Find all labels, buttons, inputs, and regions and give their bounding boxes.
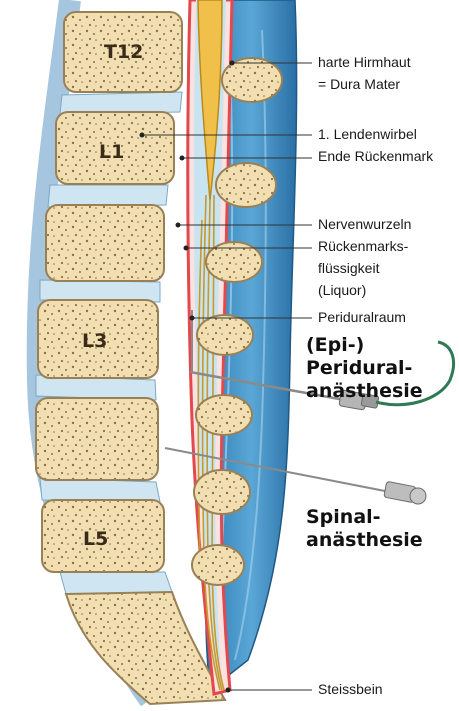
disc (40, 280, 160, 302)
label-csf-line2: flüssigkeit (318, 260, 379, 277)
vertebra-label-l3: L3 (82, 330, 107, 352)
label-epidural-line2: Peridural- (306, 357, 412, 380)
label-first-lumbar-vertebra: 1. Lendenwirbel (318, 126, 417, 143)
label-nerve-roots: Nervenwurzeln (318, 216, 411, 233)
label-csf-line1: Rückenmarks- (318, 238, 408, 255)
sacrum (66, 592, 225, 704)
label-spinal-line1: Spinal- (306, 506, 381, 529)
label-end-spinal-cord: Ende Rückenmark (318, 148, 433, 165)
label-dura-mater-line2: = Dura Mater (318, 76, 400, 93)
disc (60, 572, 172, 594)
label-coccyx: Steissbein (318, 681, 383, 698)
vertebra-label-t12: T12 (104, 41, 143, 63)
label-epidural-line3: anästhesie (306, 380, 423, 403)
vertebra-label-l5: L5 (83, 528, 108, 550)
disc (48, 185, 168, 207)
vertebra-l2 (46, 205, 164, 281)
label-dura-mater-line1: harte Hirmhaut (318, 54, 411, 71)
disc (60, 92, 182, 114)
label-epidural-line1: (Epi-) (306, 334, 364, 357)
vertebra-l4 (36, 398, 158, 480)
label-csf-line3: (Liquor) (318, 282, 366, 299)
label-spinal-line2: anästhesie (306, 529, 423, 552)
vertebra-label-l1: L1 (99, 141, 124, 163)
disc (40, 478, 160, 502)
label-epidural-space: Periduralraum (318, 309, 406, 326)
